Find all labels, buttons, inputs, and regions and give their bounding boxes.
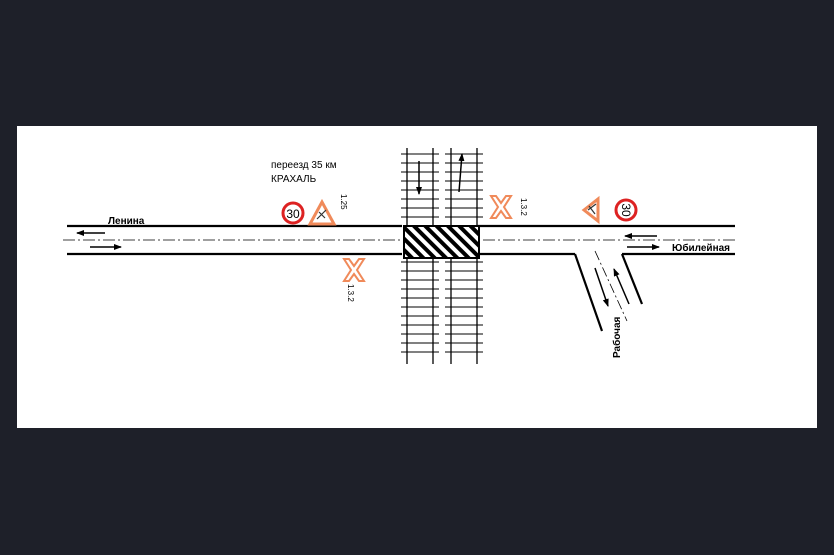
saint-andrew-cross-icon [489, 195, 513, 219]
side-road-axis [594, 250, 628, 322]
speed-limit-sign-icon [281, 201, 305, 225]
railway-crossing-scheme: 30 30 переезд 35 км КРАХАЛЬ Ленина Юбиле… [63, 148, 737, 364]
marking-label-1-25: 1.25 [339, 194, 348, 210]
svg-text:30: 30 [619, 203, 633, 217]
crossing-caption-line2: КРАХАЛЬ [271, 174, 317, 185]
warning-sign-right [581, 195, 600, 225]
arrow-side-down [594, 267, 609, 307]
main-road [67, 224, 735, 256]
warning-sign-left [307, 198, 337, 226]
saint-andrew-cross-icon [342, 258, 366, 282]
street-label-west: Ленина [108, 216, 145, 227]
svg-text:30: 30 [286, 207, 300, 221]
side-road-rabochaya [573, 253, 644, 332]
street-label-east: Юбилейная [672, 242, 730, 254]
speed-limit-sign-icon [614, 198, 638, 222]
arrow-side-up [613, 268, 630, 305]
arrow-track-up [458, 153, 465, 193]
warning-triangle-icon [581, 195, 600, 225]
marking-label-1-3-2-top: 1.3.2 [519, 198, 528, 216]
street-label-south: Рабочая [611, 316, 623, 358]
crossing-caption-line1: переезд 35 км [271, 160, 337, 171]
speed-limit-sign-left: 30 [281, 201, 305, 225]
marking-label-1-3-2-bottom: 1.3.2 [346, 284, 355, 302]
traffic-arrows [76, 153, 660, 307]
warning-triangle-icon [307, 198, 337, 226]
crossing-deck [403, 225, 480, 259]
speed-limit-sign-right: 30 [614, 198, 638, 222]
scheme-canvas: 30 30 переезд 35 км КРАХАЛЬ Ленина Юбиле… [17, 126, 817, 428]
